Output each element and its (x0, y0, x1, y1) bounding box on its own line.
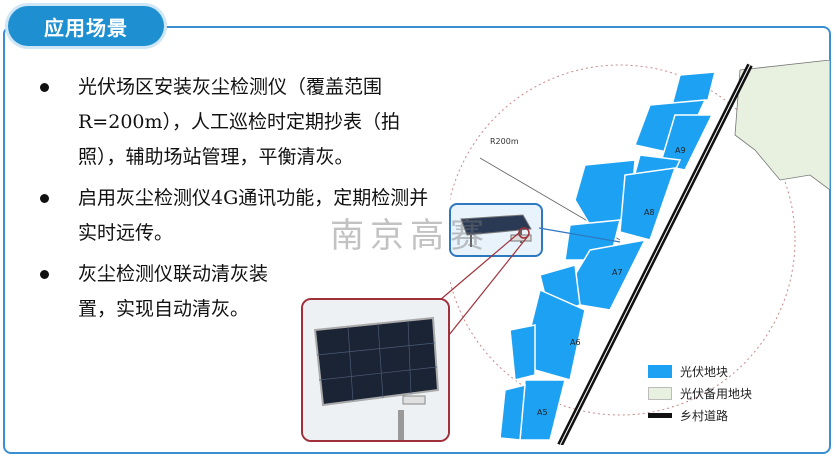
map-legend: 光伏地块 光伏备用地块 乡村道路 (648, 360, 752, 426)
legend-swatch (648, 364, 672, 378)
block-label: A8 (644, 208, 655, 217)
pv-block (659, 114, 714, 171)
pv-block (509, 324, 536, 381)
pv-block (670, 71, 716, 106)
bullet-text: 光伏场区安装灰尘检测仪（覆盖范围R=200m），人工巡检时定期抄表（拍照），辅助… (78, 76, 401, 168)
legend-label: 光伏备用地块 (680, 386, 753, 401)
bullet-item: 启用灰尘检测仪4G通讯功能，定期检测并实时远传。 (40, 181, 440, 251)
road-center (559, 64, 751, 445)
bullet-text: 启用灰尘检测仪4G通讯功能，定期检测并实时远传。 (78, 187, 429, 244)
dust-sensor-callout (449, 203, 543, 257)
reserve-land (734, 60, 830, 191)
bullet-dot (40, 270, 49, 279)
radius-label: R200m (490, 137, 519, 146)
bullet-item: 灰尘检测仪联动清灰装置，实现自动清灰。 (40, 257, 278, 327)
device-photo (301, 298, 450, 442)
bullet-item: 光伏场区安装灰尘检测仪（覆盖范围R=200m），人工巡检时定期抄表（拍照），辅助… (40, 70, 440, 175)
section-title: 应用场景 (44, 15, 128, 40)
bullet-dot (40, 194, 49, 203)
block-label: A7 (612, 268, 623, 277)
block-label: A6 (570, 338, 581, 347)
bullet-list: 光伏场区安装灰尘检测仪（覆盖范围R=200m），人工巡检时定期抄表（拍照），辅助… (40, 70, 440, 333)
legend-swatch (648, 412, 672, 418)
legend-item: 光伏地块 (648, 360, 752, 382)
bullet-text: 灰尘检测仪联动清灰装置，实现自动清灰。 (78, 263, 269, 320)
coverage-circle (450, 64, 796, 416)
legend-item: 光伏备用地块 (648, 382, 752, 404)
watermark-text: 南京高赛 (330, 216, 490, 256)
legend-label: 乡村道路 (680, 408, 729, 423)
pv-block-a7 (574, 238, 647, 311)
legend-label: 光伏地块 (680, 364, 729, 379)
legend-item: 乡村道路 (648, 404, 752, 426)
site-map: R200m A9 A8 A7 A6 A5 (450, 60, 830, 445)
pv-block-a6 (529, 288, 586, 381)
block-label: A5 (537, 408, 548, 417)
pv-block (499, 384, 526, 441)
section-title-tab: 应用场景 (8, 6, 164, 46)
block-label: A9 (675, 146, 686, 155)
sensor-panel-icon (460, 214, 532, 247)
bullet-dot (40, 83, 49, 92)
legend-swatch (648, 386, 672, 400)
pv-block-a8 (619, 167, 677, 241)
solar-panel-photo (303, 300, 448, 440)
